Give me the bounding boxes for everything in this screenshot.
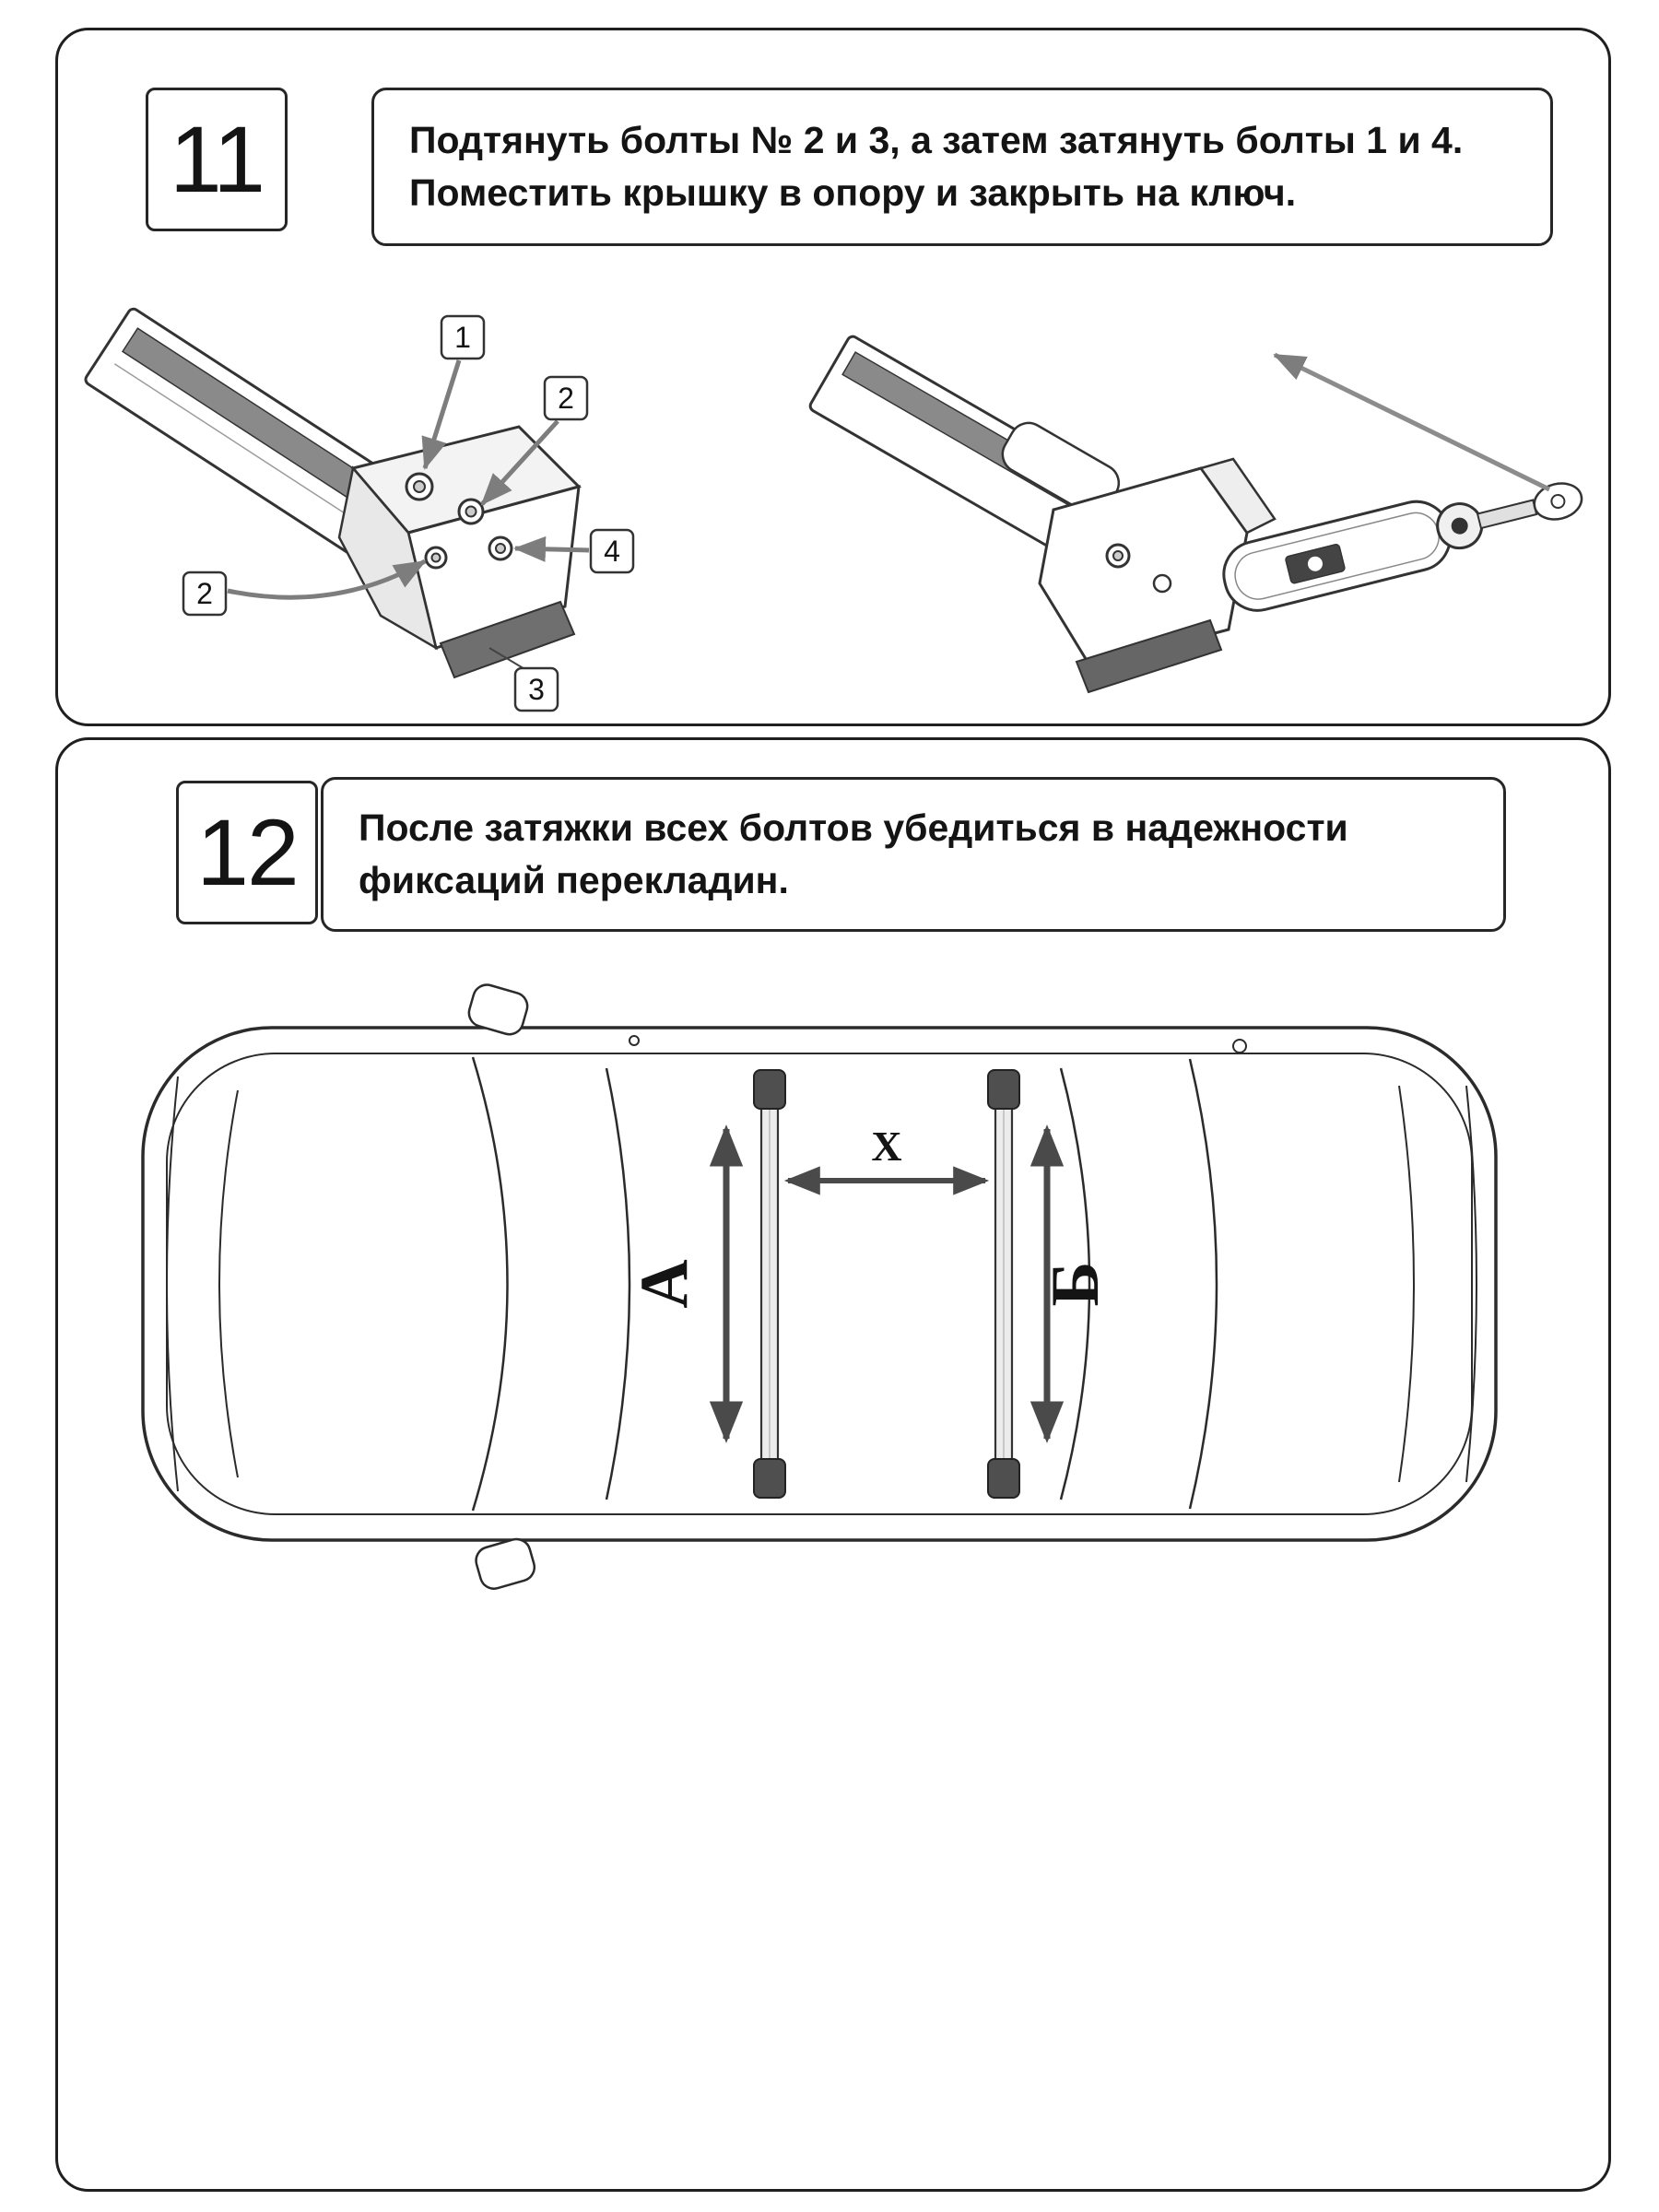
callout-box-2a-frame	[543, 375, 589, 421]
lock-cover-assembly	[1222, 482, 1583, 612]
callout-2a-arrow	[480, 419, 559, 506]
measurement-annotations: А Б X	[627, 1123, 1113, 1443]
key-shaft	[1476, 499, 1538, 530]
callout-box-4-label: 4	[604, 535, 620, 568]
step-12-number: 12	[196, 799, 299, 905]
bolt-4-socket	[495, 543, 506, 554]
step-12-panel: 12 После затяжки всех болтов убедиться в…	[55, 737, 1611, 2192]
bolt-2-lower-socket	[430, 552, 441, 563]
step-12-instruction-box: После затяжки всех болтов убедиться в на…	[321, 777, 1506, 932]
cover-emblem-dot	[1307, 556, 1323, 571]
callout-box-2a-label: 2	[558, 382, 574, 415]
roof-crossbars	[753, 1069, 1020, 1499]
assembled-foot-bolt-socket	[1112, 550, 1124, 561]
step-11-panel: 11 Подтянуть болты № 2 и 3, а затем затя…	[55, 28, 1611, 726]
rear-crossbar-foot-bottom	[987, 1458, 1020, 1499]
front-crossbar-foot-bottom	[753, 1458, 786, 1499]
car-outline	[141, 1026, 1498, 1542]
step-11-instruction-line-2: Поместить крышку в опору и закрыть на кл…	[409, 171, 1297, 214]
callout-box-2b-label: 2	[196, 577, 213, 610]
rear-bumper-line	[1465, 1085, 1477, 1483]
assembled-foot-rivet	[1152, 573, 1172, 594]
car-top-view-diagram: А Б X	[141, 983, 1498, 1590]
assembled-foot-bracket	[1198, 457, 1277, 535]
step-11-instruction-box: Подтянуть болты № 2 и 3, а затем затянут…	[371, 88, 1553, 246]
washer-nozzle	[629, 1035, 640, 1046]
callout-box-3-frame	[513, 666, 559, 712]
step-12-instruction-line-2: фиксаций перекладин.	[359, 859, 789, 901]
trunk-line	[1398, 1085, 1415, 1483]
left-mirror	[467, 983, 529, 1036]
step-11-diagram: 1 2 2 4 3	[76, 279, 1588, 712]
label-b: Б	[1038, 1262, 1113, 1307]
bolt-4	[488, 535, 513, 561]
step-11-instruction-line-1: Подтянуть болты № 2 и 3, а затем затянут…	[409, 119, 1464, 162]
keyhole	[1451, 517, 1468, 535]
step-12-diagram: А Б X	[86, 961, 1579, 1606]
callout-1-arrow	[421, 359, 462, 470]
step-11-number: 11	[170, 106, 265, 212]
right-mirror	[475, 1537, 536, 1590]
foot-assembled-view	[808, 335, 1583, 694]
label-x: X	[871, 1123, 901, 1170]
foot-side-face	[337, 465, 438, 651]
step-12-instruction-line-1: После затяжки всех болтов убедиться в на…	[359, 806, 1348, 850]
left-mirror-shape	[467, 983, 529, 1036]
clamp-strap	[439, 600, 576, 679]
front-crossbar	[753, 1069, 786, 1499]
callout-box-1-label: 1	[454, 321, 471, 354]
step-12-number-box: 12	[176, 781, 318, 924]
assembled-foot-base-pad	[1075, 618, 1223, 694]
callout-2b-arrow	[227, 559, 427, 600]
foot-exploded-view: 1 2 2 4 3	[84, 307, 635, 712]
bolt-2-upper	[457, 498, 485, 525]
bolt-2-lower	[424, 546, 448, 570]
antenna	[1232, 1039, 1247, 1053]
rear-window-base-line	[1188, 1058, 1218, 1510]
hood-line	[218, 1089, 239, 1478]
roof-rear-edge	[1059, 1067, 1091, 1500]
windshield-base-line	[471, 1056, 509, 1512]
callout-box-4-frame	[589, 528, 635, 574]
slide-direction-arrow	[1273, 352, 1551, 492]
callout-4-arrow	[513, 535, 590, 562]
car-body	[141, 983, 1498, 1590]
bolt-2-upper-socket	[465, 505, 477, 518]
key-head-hole	[1550, 493, 1566, 509]
right-mirror-shape	[475, 1537, 536, 1590]
roof-bar-foot-diagram: 1 2 2 4 3	[84, 307, 1583, 712]
front-bumper-line	[166, 1076, 179, 1492]
label-a: А	[627, 1259, 702, 1308]
callout-box-2b-frame	[182, 571, 228, 617]
callout-box-1-frame	[440, 314, 486, 360]
roof-front-edge	[605, 1067, 631, 1500]
bolt-1-socket	[413, 480, 426, 493]
front-crossbar-foot-top	[753, 1069, 786, 1110]
bolt-1	[405, 472, 434, 501]
callout-box-3-label: 3	[528, 673, 545, 706]
callout-box-3: 3	[513, 666, 559, 712]
rear-crossbar-foot-top	[987, 1069, 1020, 1110]
callout-box-2a: 2	[543, 375, 589, 421]
callout-box-4: 4	[589, 528, 635, 574]
callout-box-1: 1	[440, 314, 486, 360]
callout-box-2b: 2	[182, 571, 228, 617]
step-11-number-box: 11	[146, 88, 288, 231]
rear-crossbar	[987, 1069, 1020, 1499]
